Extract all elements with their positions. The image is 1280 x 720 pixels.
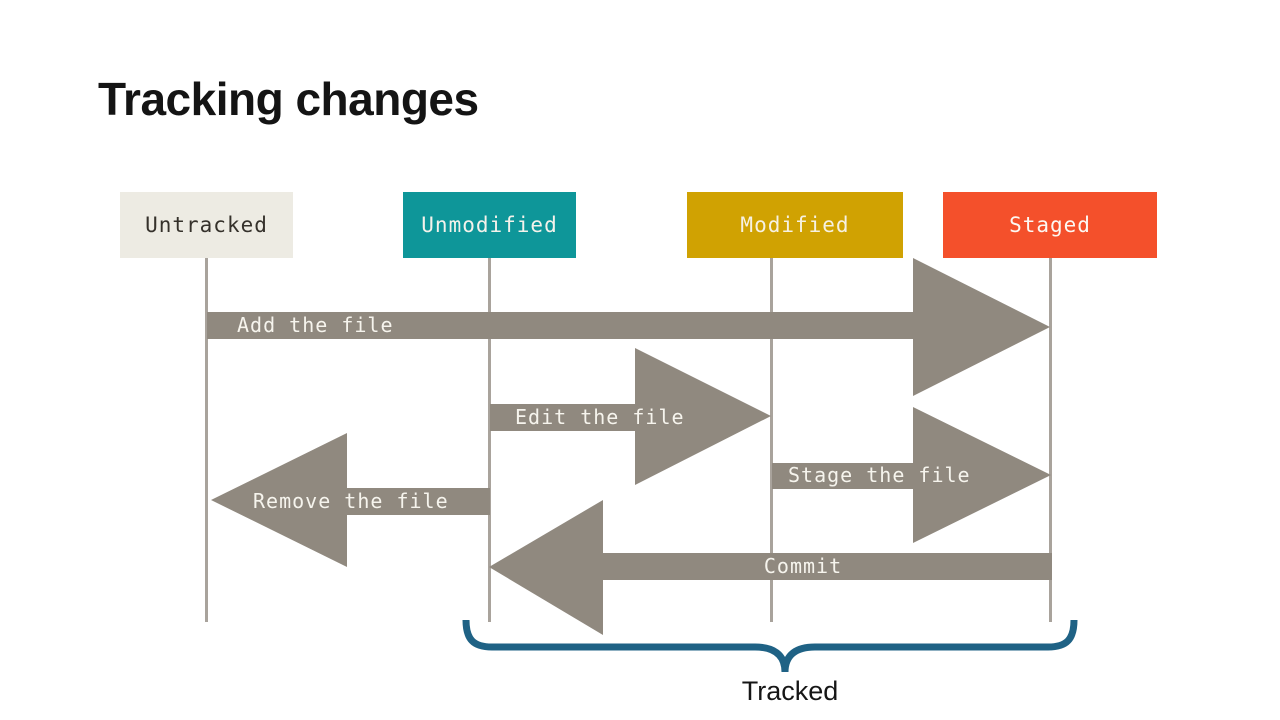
state-label-staged: Staged [1009, 213, 1091, 237]
state-box-unmodified: Unmodified [403, 192, 576, 258]
arrow-edit-bar [490, 404, 636, 431]
arrow-stage-label: Stage the file [788, 463, 971, 487]
lifeline-untracked [205, 258, 208, 622]
tracked-label: Tracked [741, 676, 839, 706]
arrow-commit-bar [602, 553, 1052, 580]
arrow-add-label: Add the file [237, 313, 394, 337]
arrow-edit-label: Edit the file [515, 405, 685, 429]
page-title: Tracking changes [98, 73, 479, 125]
lifeline-unmodified [488, 258, 491, 622]
state-label-modified: Modified [740, 213, 850, 237]
arrow-stage-bar [772, 463, 914, 489]
state-label-unmodified: Unmodified [421, 213, 558, 237]
arrow-remove-bar [346, 488, 490, 515]
arrowhead-right-icon [913, 407, 1051, 543]
arrowhead-left-icon [211, 433, 347, 567]
state-box-untracked: Untracked [120, 192, 293, 258]
state-label-untracked: Untracked [145, 213, 268, 237]
arrowhead-left-icon [489, 500, 603, 635]
arrow-commit-label: Commit [763, 554, 843, 578]
arrow-remove-label: Remove the file [253, 489, 449, 513]
state-box-modified: Modified [687, 192, 903, 258]
arrow-add-bar [207, 312, 914, 339]
state-box-staged: Staged [943, 192, 1157, 258]
lifeline-modified [770, 258, 773, 622]
tracked-brace-icon [462, 619, 1078, 673]
arrowhead-right-icon [635, 348, 771, 485]
arrowhead-right-icon [913, 258, 1050, 396]
